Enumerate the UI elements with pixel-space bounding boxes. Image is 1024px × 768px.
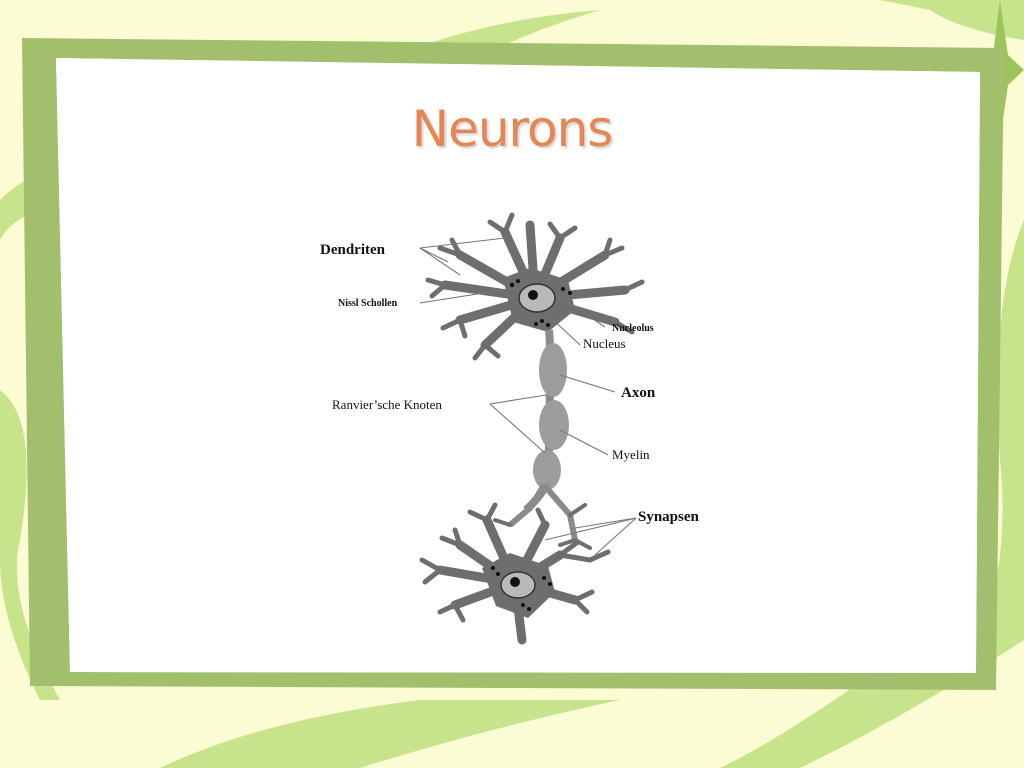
label-nissl: Nissl Schollen — [338, 298, 398, 309]
slide-title: Neurons — [411, 100, 614, 158]
swoosh-left-lower — [0, 390, 60, 700]
label-nucleus: Nucleus — [583, 336, 626, 351]
myelin-segment-3 — [533, 450, 561, 490]
label-nucleolus: Nucleolus — [612, 323, 654, 334]
myelin-segment-2 — [539, 400, 569, 450]
swoosh-bottom — [160, 700, 620, 768]
leader-lines — [419, 237, 637, 556]
label-myelin: Myelin — [612, 447, 650, 462]
lower-neuron — [419, 502, 611, 645]
swoosh-right — [980, 220, 1024, 640]
upper-nissl-dots — [509, 279, 572, 327]
label-ranvier: Ranvier’sche Knoten — [332, 397, 442, 412]
swoosh-top-right — [880, 0, 1024, 40]
myelin-segment-1 — [539, 343, 567, 397]
slide-card — [56, 58, 980, 673]
label-synapses: Synapsen — [638, 509, 700, 525]
lower-nissl-dots — [491, 566, 552, 611]
label-dendrites: Dendriten — [320, 242, 386, 258]
label-axon: Axon — [621, 385, 656, 401]
upper-nucleolus — [528, 290, 538, 300]
lower-nucleolus — [510, 577, 520, 587]
upper-neuron — [425, 212, 645, 550]
